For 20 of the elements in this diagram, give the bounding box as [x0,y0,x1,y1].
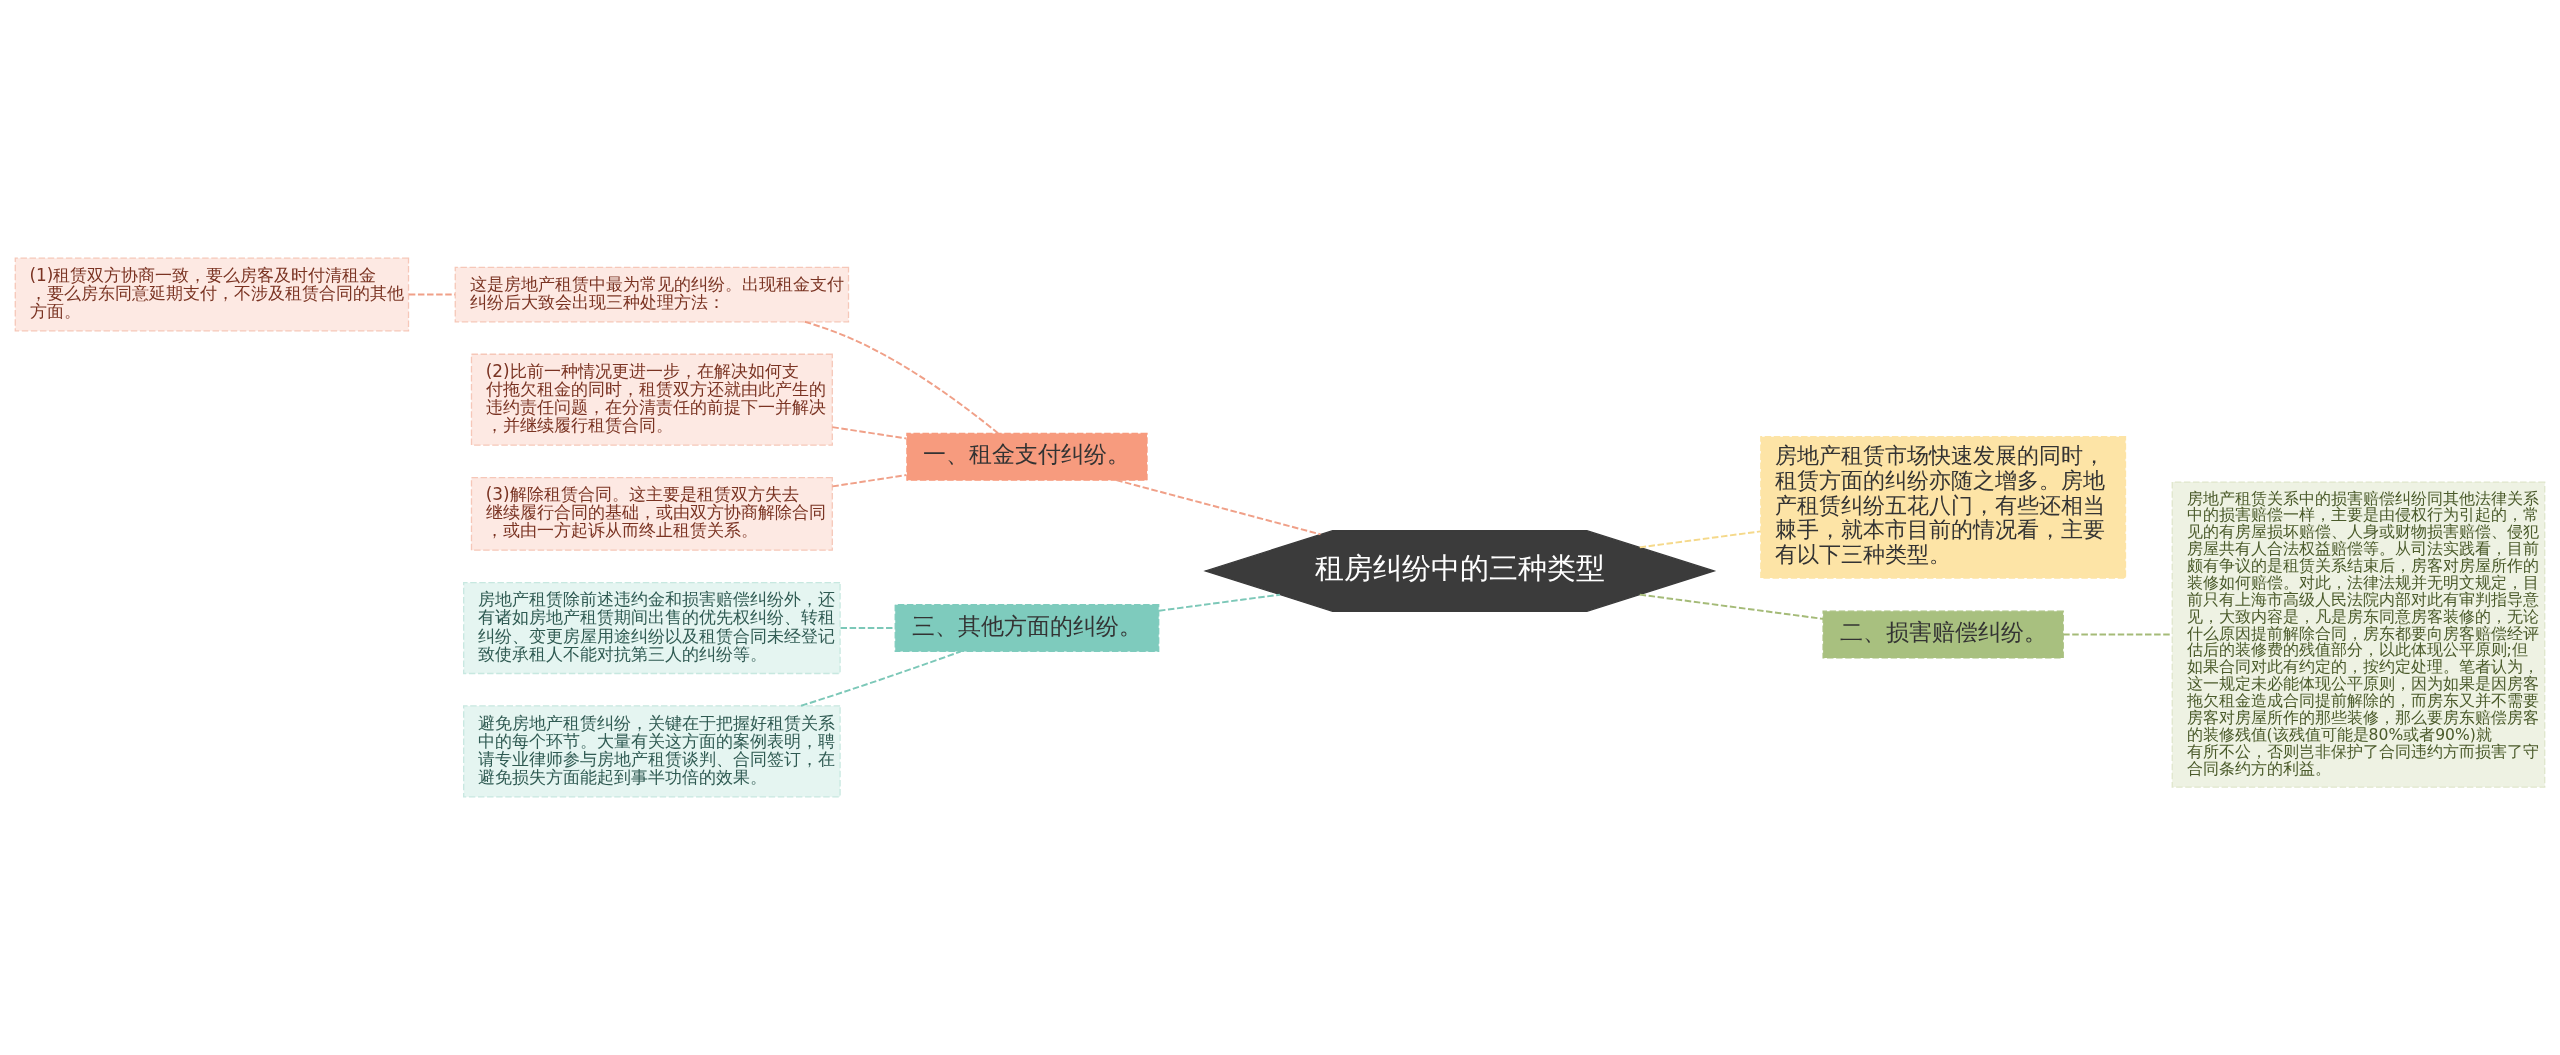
connector [1158,593,1281,612]
node-box: 二、损害赔偿纠纷。 [1822,610,2064,659]
node-box: (1)租赁双方协商一致，要么房客及时付清租金，要么房东同意延期支付，不涉及租赁合同的其他方面。 [14,257,410,332]
connector [831,426,908,440]
connector [1115,479,1322,536]
connector [831,474,908,488]
connector [1638,530,1762,549]
node-box: (3)解除租赁合同。这主要是租赁双方失去继续履行合同的基础，或由双方协商解除合同，或由一方起诉从而终止租赁关系。 [470,476,833,551]
node-box: 三、其他方面的纠纷。 [894,604,1160,653]
node-box: 房地产租赁关系中的损害赔偿纠纷同其他法律关系中的损害赔偿一样，主要是由侵权行为引起的，常见的有房屋损坏赔偿、人身或财物损害赔偿、侵犯房屋共有人合法权益赔偿等。从司法实践看，目前颇有争议的是租赁关系结束后，房客对房屋所作的装修如何赔偿。对此，法律法规并无明文规定，目前只有上海市高级人民法院内部对此有审判指导意见，大致内容是，凡是房东同意房客装修的，无论什么原因提前解除合同，房东都要向房客赔偿经评估后的装修费的残值部分，以此体现公平原则;但如果合同对此有约定的，按约定处理。笔者认为，这一规定未必能体现公平原则，因为如果是因房客拖欠租金造成合同提前解除的，而房东又并不需要房客对房屋所作的那些装修，那么要房东赔偿房客的装修残值(该残值可能是80%或者90%)就有所不公，否则岂非保护了合同违约方而损害了守合同条约方的利益。 [2171,481,2546,788]
node-box: 这是房地产租赁中最为常见的纠纷。出现租金支付纠纷后大致会出现三种处理方法： [454,266,850,323]
connector [1638,593,1825,620]
node-box: (2)比前一种情况更进一步，在解决如何支付拖欠租金的同时，租赁双方还就由此产生的违约责任问题，在分清责任的前提下一并解决，并继续履行租赁合同。 [470,353,833,446]
node-box: 避免房地产租赁纠纷，关键在于把握好租赁关系中的每个环节。大量有关这方面的案例表明，聘请专业律师参与房地产租赁谈判、合同签订，在避免损失方面能起到事半功倍的效果。 [463,705,841,798]
connector [2062,633,2173,636]
node-box: 房地产租赁除前述违约金和损害赔偿纠纷外，还有诸如房地产租赁期间出售的优先权纠纷、转租纠纷、变更房屋用途纠纷以及租赁合同未经登记致使承租人不能对抗第三人的纠纷等。 [463,582,841,675]
node-box: 房地产租赁市场快速发展的同时，租赁方面的纠纷亦随之增多。房地产租赁纠纷五花八门，有些还相当棘手，就本市目前的情况看，主要有以下三种类型。 [1760,436,2127,579]
node-box: 一、租金支付纠纷。 [906,432,1148,481]
connector [800,650,962,707]
connector [407,293,457,296]
